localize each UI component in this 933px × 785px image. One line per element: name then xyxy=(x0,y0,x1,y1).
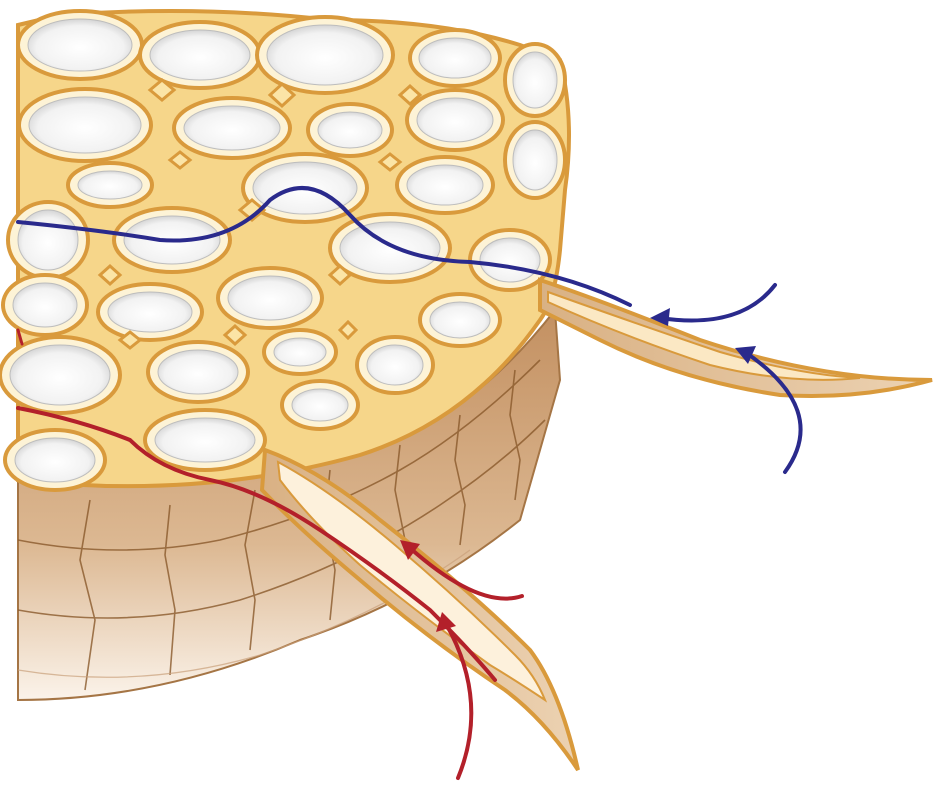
symplastic-entry-curve-1 xyxy=(660,285,775,321)
root-hair-upper xyxy=(540,280,932,396)
